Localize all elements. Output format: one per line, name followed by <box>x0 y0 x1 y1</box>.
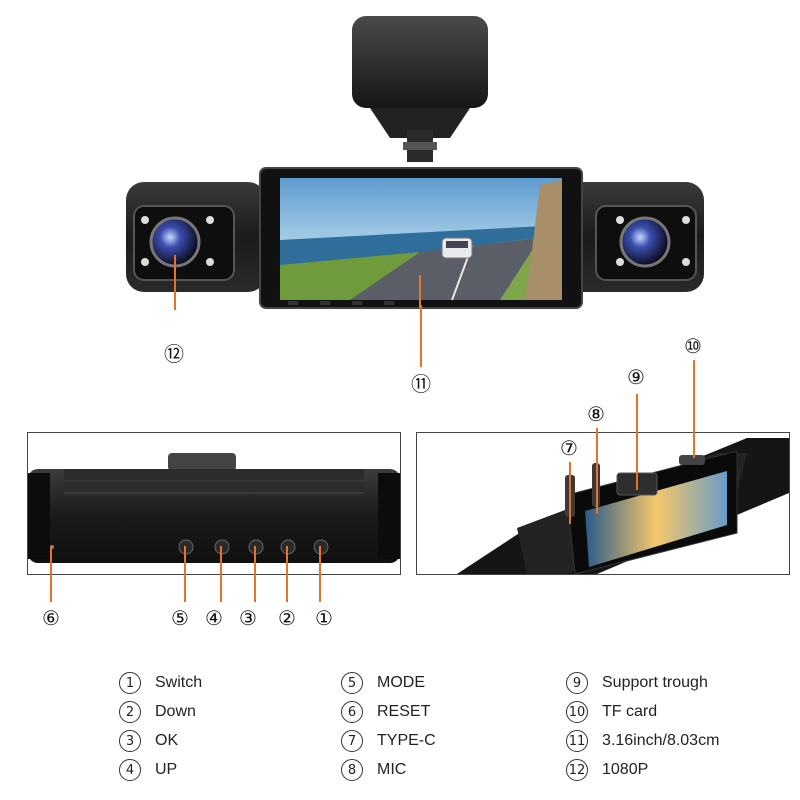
legend-label: OK <box>155 732 179 749</box>
callout-3: ③ <box>239 606 257 630</box>
callout-12: ⑫ <box>164 342 184 366</box>
windshield-mount <box>352 16 488 162</box>
callout-1: ① <box>315 606 333 630</box>
legend-number: 7 <box>341 730 363 752</box>
legend-item: 5 MODE <box>341 670 425 696</box>
callout-4: ④ <box>205 606 223 630</box>
legend-item: 2 Down <box>119 699 196 725</box>
legend-number: 8 <box>341 759 363 781</box>
legend-label: TF card <box>602 703 658 720</box>
legend-label: UP <box>155 761 178 778</box>
legend-item: 6 RESET <box>341 699 430 725</box>
callout-10: ⑩ <box>684 334 702 358</box>
legend-item: 9 Support trough <box>566 670 708 696</box>
legend-number: 2 <box>119 701 141 723</box>
dashcam-front-illustration <box>126 16 704 310</box>
legend-label: Support trough <box>602 674 708 691</box>
legend-item: 11 3.16inch/8.03cm <box>566 728 719 754</box>
legend-label: Switch <box>155 674 203 691</box>
left-camera-housing <box>126 182 266 292</box>
legend-number: 1 <box>119 672 141 694</box>
legend-item: 3 OK <box>119 728 178 754</box>
callout-5: ⑤ <box>171 606 189 630</box>
callout-lines-right-panel <box>569 360 695 524</box>
legend-label: MIC <box>377 761 407 778</box>
legend-label: TYPE-C <box>377 732 436 749</box>
legend-item: 7 TYPE-C <box>341 728 436 754</box>
legend-item: 12 1080P <box>566 757 648 783</box>
right-camera-housing <box>564 182 704 292</box>
legend-label: 3.16inch/8.03cm <box>602 732 720 749</box>
legend-number: 12 <box>566 759 588 781</box>
legend-label: MODE <box>377 674 425 691</box>
legend-number: 10 <box>566 701 588 723</box>
callout-11: ⑪ <box>411 372 431 396</box>
callout-lines-left-panel <box>50 546 321 602</box>
callout-9: ⑨ <box>627 365 645 389</box>
top-view-illustration <box>457 438 789 574</box>
callout-line-11-ext <box>420 305 422 367</box>
legend-item: 8 MIC <box>341 757 406 783</box>
legend-item: 10 TF card <box>566 699 657 725</box>
top-view-panel <box>416 432 790 575</box>
callout-6: ⑥ <box>42 606 60 630</box>
callout-8: ⑧ <box>587 402 605 426</box>
legend-number: 4 <box>119 759 141 781</box>
legend-number: 6 <box>341 701 363 723</box>
callout-2: ② <box>278 606 296 630</box>
legend-number: 9 <box>566 672 588 694</box>
legend-item: 4 UP <box>119 757 177 783</box>
legend-number: 5 <box>341 672 363 694</box>
callout-7: ⑦ <box>560 436 578 460</box>
legend-item: 1 Switch <box>119 670 202 696</box>
legend-label: RESET <box>377 703 431 720</box>
button-side-illustration <box>28 453 400 563</box>
legend-number: 11 <box>566 730 588 752</box>
button-side-panel <box>27 432 401 575</box>
legend-number: 3 <box>119 730 141 752</box>
legend-label: Down <box>155 703 196 720</box>
legend-label: 1080P <box>602 761 649 778</box>
